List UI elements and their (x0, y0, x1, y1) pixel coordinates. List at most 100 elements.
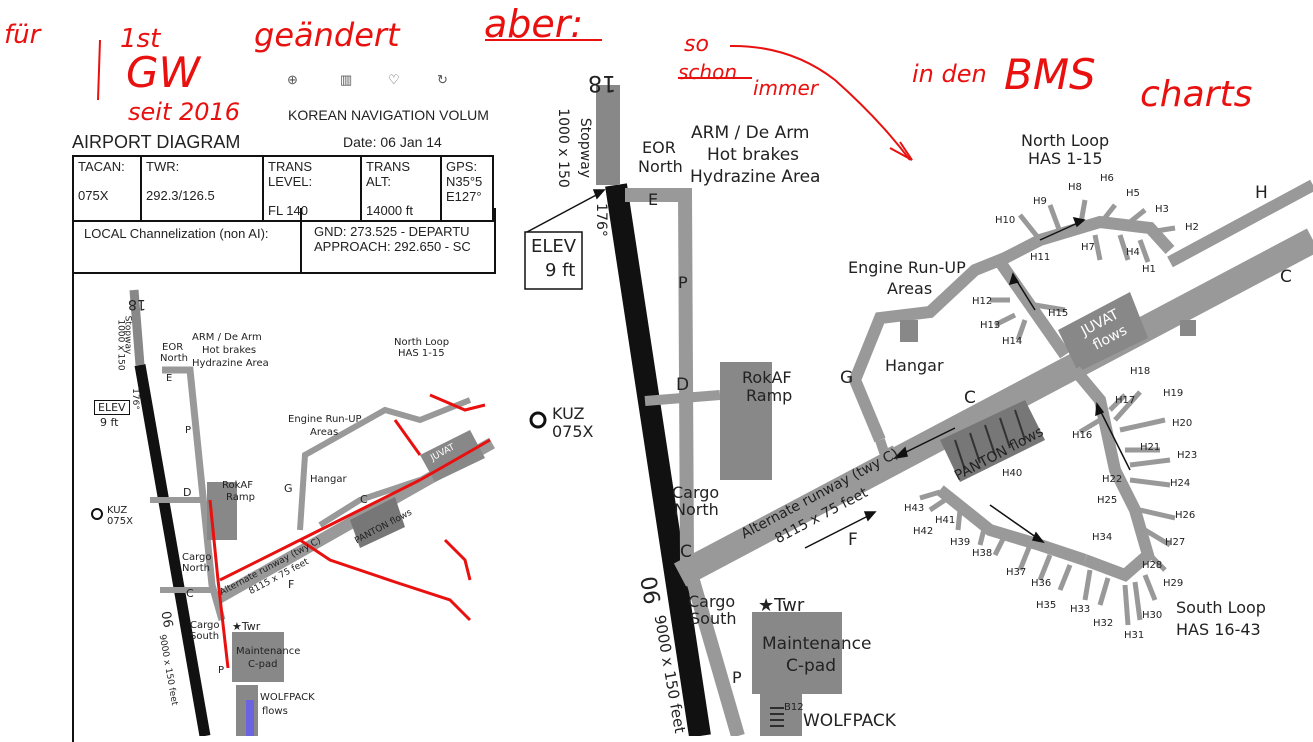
right-engine: Engine Run-UP (848, 258, 966, 277)
shelter-h6: H6 (1100, 173, 1114, 184)
right-kuz-ch: 075X (552, 422, 594, 441)
right-cargo-n2: North (674, 500, 719, 519)
shelter-h15: H15 (1048, 308, 1069, 319)
right-arm: ARM / De Arm (691, 123, 810, 143)
tacan-cell: TACAN:075X (72, 155, 142, 222)
left-ramp: Ramp (226, 492, 255, 503)
shelter-h35: H35 (1036, 600, 1057, 611)
left-twy-p: P (185, 425, 192, 436)
right-kuz: KUZ (552, 404, 585, 423)
left-kuz: KUZ (107, 505, 128, 516)
shelter-h14: H14 (1002, 336, 1023, 347)
left-twy-e: E (166, 373, 173, 384)
annotation-first: 1st (120, 24, 161, 54)
right-hangar: Hangar (885, 356, 944, 375)
left-twy-g: G (284, 482, 293, 495)
left-stopway-dim: 1000 x 150 (115, 319, 126, 371)
right-stopway-dim: 1000 x 150 (554, 108, 571, 188)
left-cpad: C-pad (248, 659, 278, 670)
annotation-in-den: in den (912, 60, 987, 88)
right-twy-c: C (680, 542, 692, 562)
shelter-h10: H10 (995, 215, 1016, 226)
left-north-loop: North Loop (394, 337, 450, 348)
left-rokaf: RokAF (222, 480, 254, 491)
left-cargo-n1: Cargo (182, 552, 212, 563)
left-twy-f: F (288, 578, 295, 591)
left-rw06: 06 (157, 610, 176, 629)
shelter-h25: H25 (1097, 495, 1118, 506)
local-channelization: LOCAL Channelization (non AI): (84, 226, 269, 241)
right-cpad: C-pad (786, 656, 837, 676)
shelter-h38: H38 (972, 548, 993, 559)
annotation-aber: aber: (484, 2, 584, 46)
right-cargo-s2: South (690, 609, 737, 628)
shelter-h11: H11 (1030, 252, 1051, 263)
right-twy-p2: P (732, 668, 742, 687)
right-twy-f: F (848, 530, 858, 550)
shelter-h31: H31 (1124, 630, 1145, 641)
right-twy-c3: C (1280, 267, 1292, 287)
right-twy-g: G (840, 368, 854, 388)
shelter-h41: H41 (935, 515, 956, 526)
annotation-charts: charts (1140, 74, 1253, 115)
shelter-h1: H1 (1142, 264, 1156, 275)
shelter-h16: H16 (1072, 430, 1093, 441)
shelter-h33: H33 (1070, 604, 1091, 615)
left-twy-c2: C (360, 493, 368, 506)
right-rw18: 18 (588, 70, 616, 95)
right-rokaf: RokAF (742, 368, 792, 387)
left-eor-north: North (160, 353, 188, 364)
annotation-so: so (684, 32, 709, 57)
right-dist176: 176° (592, 203, 609, 237)
left-flows: flows (262, 706, 288, 717)
left-cargo-s2: South (190, 631, 220, 642)
right-twy-p: P (678, 273, 688, 292)
annotation-geaendert: geändert (254, 16, 400, 54)
left-map-frame (72, 272, 494, 742)
handwriting-strokes (97, 39, 913, 161)
right-eor-north: North (638, 157, 683, 176)
left-wolf: WOLFPACK (260, 692, 315, 703)
left-rw18: 18 (128, 296, 146, 312)
shelter-h32: H32 (1093, 618, 1114, 629)
heart-icon[interactable]: ♡ (388, 72, 400, 87)
right-south-loop: South Loop (1176, 598, 1266, 617)
annotation-immer: immer (753, 76, 819, 100)
right-twy-e: E (648, 190, 659, 209)
chart-date: Date: 06 Jan 14 (343, 134, 442, 150)
shelter-h40: H40 (1002, 468, 1023, 479)
shelter-h36: H36 (1031, 578, 1052, 589)
left-twr: ★Twr (232, 620, 261, 633)
left-twy-p2: P (218, 665, 225, 676)
trans-level-cell: TRANS LEVEL:FL 140 (262, 155, 362, 222)
annotation-gw: GW (126, 48, 201, 97)
left-cargo-s1: Cargo (190, 620, 220, 631)
left-areas: Areas (310, 427, 339, 438)
shelter-h27: H27 (1165, 537, 1186, 548)
shelter-h18: H18 (1130, 366, 1151, 377)
trash-icon[interactable]: ▥ (340, 72, 353, 87)
right-has1: HAS 1-15 (1028, 149, 1103, 168)
right-hot: Hot brakes (707, 145, 800, 165)
shelter-h19: H19 (1163, 388, 1184, 399)
shelter-h2: H2 (1185, 222, 1199, 233)
twr-cell: TWR:292.3/126.5 (140, 155, 264, 222)
left-maint: Maintenance (236, 646, 301, 657)
shelter-h28: H28 (1142, 560, 1163, 571)
rotate-icon[interactable]: ↻ (437, 72, 448, 87)
right-maint: Maintenance (762, 634, 872, 654)
zoom-icon[interactable]: ⊕ (287, 72, 298, 87)
shelter-h42: H42 (913, 526, 934, 537)
shelter-h29: H29 (1163, 578, 1184, 589)
left-twy-c: C (186, 587, 194, 600)
right-elev-val: 9 ft (545, 260, 576, 281)
right-areas: Areas (887, 279, 933, 298)
shelter-h9: H9 (1033, 196, 1047, 207)
left-dist176: 176° (129, 388, 140, 410)
right-b12: B12 (784, 702, 804, 713)
shelter-h26: H26 (1175, 510, 1196, 521)
right-hydrazine: Hydrazine Area (690, 167, 821, 187)
right-rw06: 06 (634, 574, 664, 607)
